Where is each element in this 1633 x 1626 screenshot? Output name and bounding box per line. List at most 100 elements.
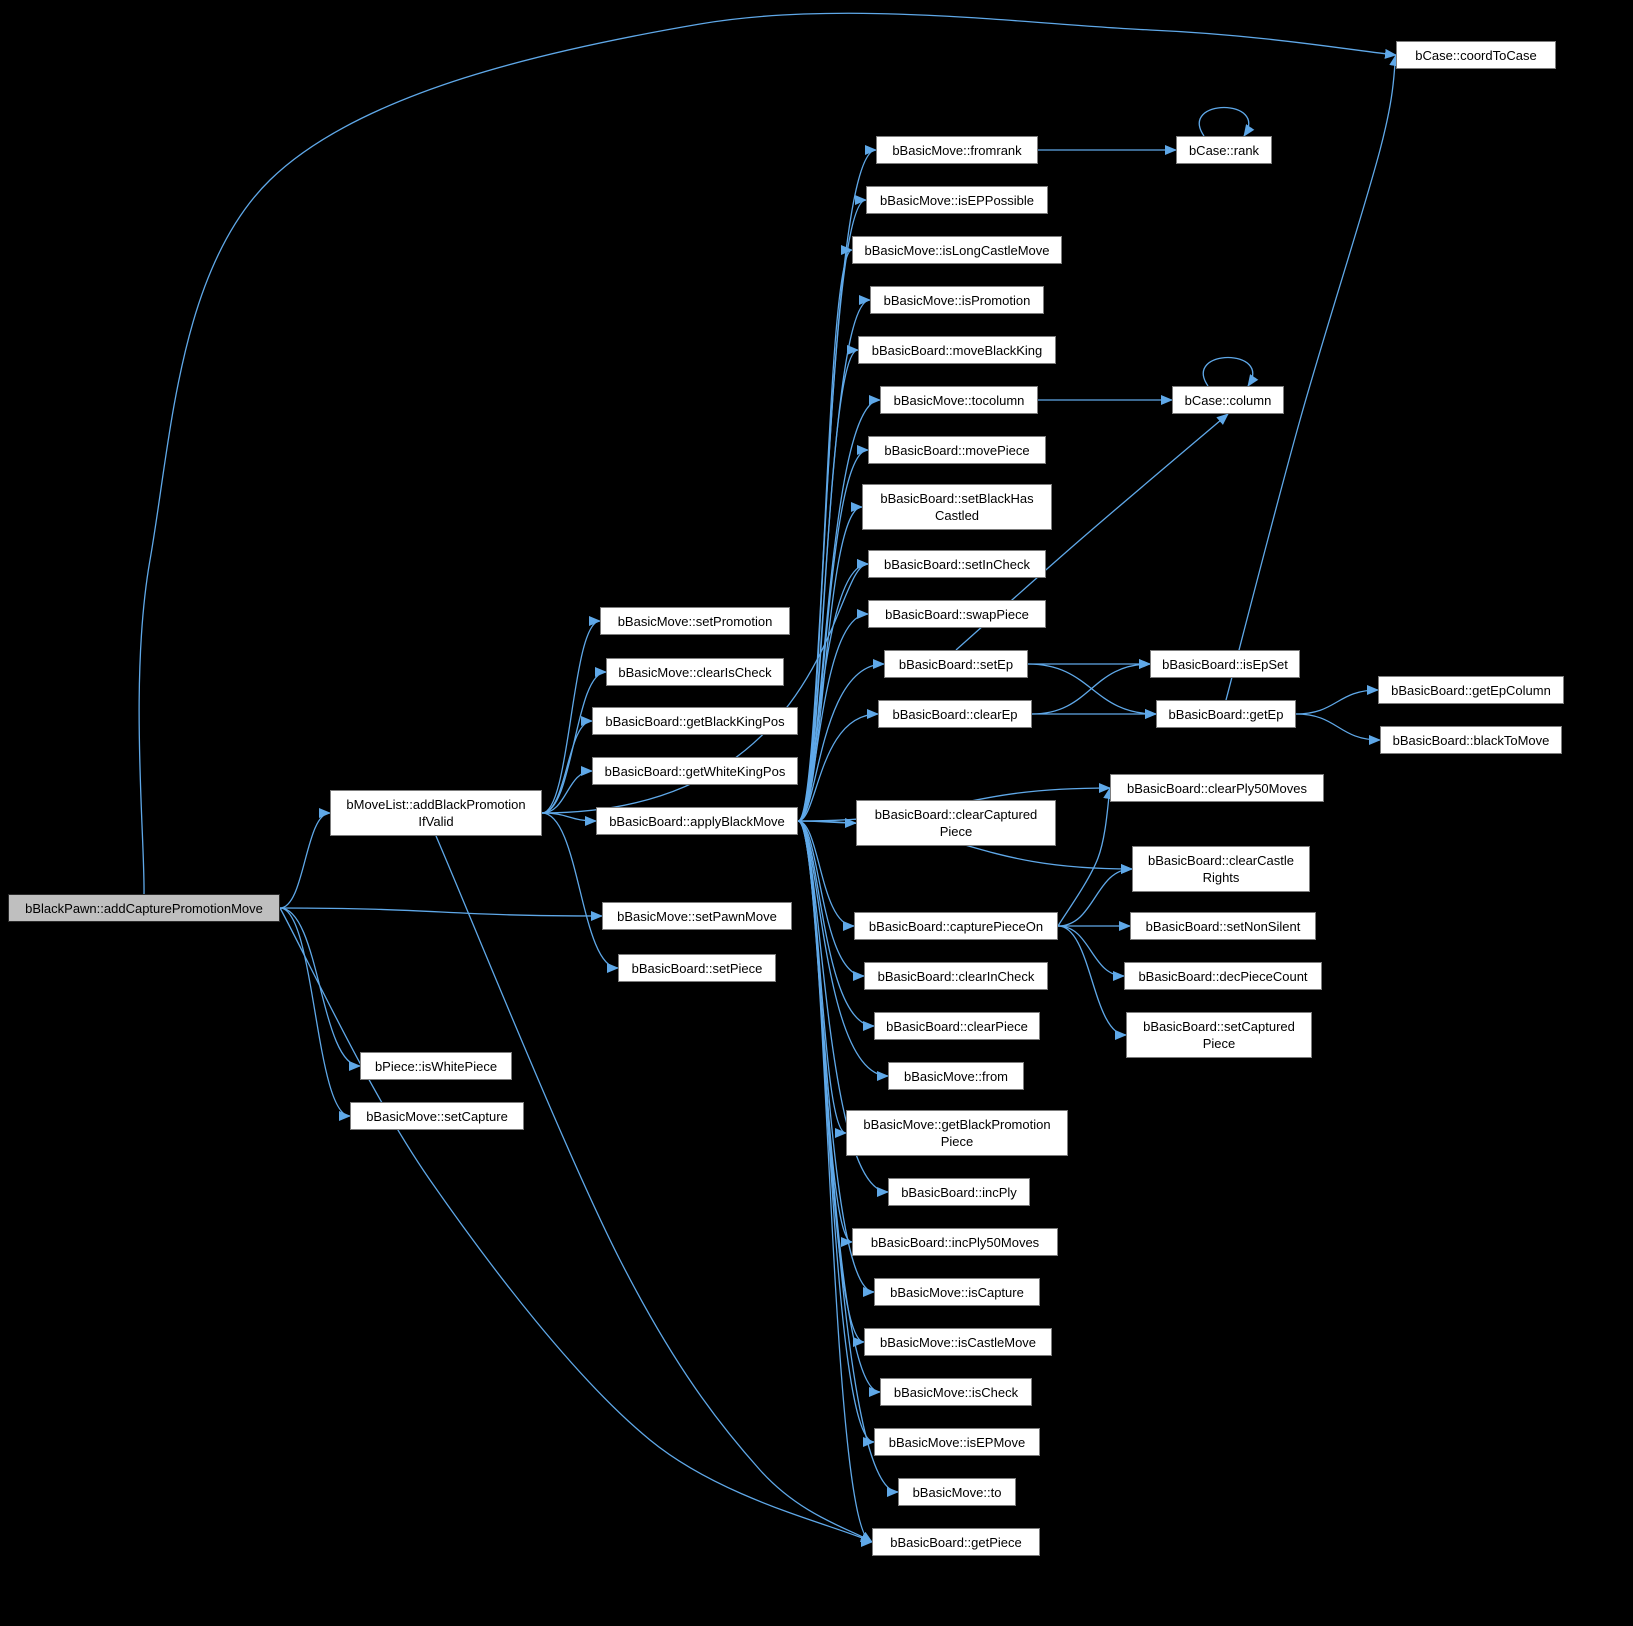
node-bBasicMove-to[interactable]: bBasicMove::to [898, 1478, 1016, 1506]
node-bBasicBoard-blackToMove[interactable]: bBasicBoard::blackToMove [1380, 726, 1562, 754]
node-bBasicMove-isCheck[interactable]: bBasicMove::isCheck [880, 1378, 1032, 1406]
node-label: bBasicBoard::getWhiteKingPos [604, 763, 786, 779]
node-label: bBasicBoard::setBlackHas Castled [880, 491, 1034, 523]
edge-bBlackPawn-addCapturePromotionMove-bMoveList-addBlackPromotionIfValid [279, 808, 331, 909]
edge-bBasicBoard-applyBlackMove-bBasicBoard-capturePieceOn [797, 820, 855, 931]
node-bBasicBoard-moveBlackKing[interactable]: bBasicBoard::moveBlackKing [858, 336, 1056, 364]
node-label: bBasicMove::setCapture [366, 1108, 508, 1124]
node-label: bBasicBoard::clearEp [892, 706, 1018, 722]
node-bBasicMove-setPawnMove[interactable]: bBasicMove::setPawnMove [602, 902, 792, 930]
node-bBasicMove-setCapture[interactable]: bBasicMove::setCapture [350, 1102, 524, 1130]
edge-bBasicBoard-applyBlackMove-bBasicBoard-moveBlackKing [797, 345, 859, 822]
node-bBasicMove-isCapture[interactable]: bBasicMove::isCapture [874, 1278, 1040, 1306]
node-bBasicBoard-getEpColumn[interactable]: bBasicBoard::getEpColumn [1378, 676, 1564, 704]
edge-bBasicBoard-getEp-bCase-coordToCase [1225, 54, 1400, 701]
node-bBlackPawn-addCapturePromotionMove[interactable]: bBlackPawn::addCapturePromotionMove [8, 894, 280, 922]
node-bBasicBoard-clearEp[interactable]: bBasicBoard::clearEp [878, 700, 1032, 728]
edge-bBasicBoard-capturePieceOn-bBasicBoard-setCapturedPiece [1057, 925, 1127, 1040]
node-bBasicBoard-getEp[interactable]: bBasicBoard::getEp [1156, 700, 1296, 728]
edge-self-bCase-rank [1198, 106, 1255, 137]
edge-bBasicBoard-clearEp-bBasicBoard-isEpSet [1031, 659, 1151, 715]
edge-bMoveList-addBlackPromotionIfValid-bBasicBoard-setPiece [541, 812, 619, 973]
node-label: bBasicBoard::clearInCheck [877, 968, 1035, 984]
node-bBasicBoard-incPly[interactable]: bBasicBoard::incPly [888, 1178, 1030, 1206]
node-bBasicBoard-setEp[interactable]: bBasicBoard::setEp [884, 650, 1028, 678]
node-bBasicBoard-setPiece[interactable]: bBasicBoard::setPiece [618, 954, 776, 982]
node-bBasicBoard-capturePieceOn[interactable]: bBasicBoard::capturePieceOn [854, 912, 1058, 940]
edge-bBasicBoard-applyBlackMove-bBasicBoard-clearInCheck [797, 820, 865, 981]
node-bBasicMove-clearIsCheck[interactable]: bBasicMove::clearIsCheck [606, 658, 784, 686]
node-bBasicBoard-clearCastleRights[interactable]: bBasicBoard::clearCastle Rights [1132, 846, 1310, 892]
edge-bBasicBoard-getEp-bBasicBoard-blackToMove [1295, 713, 1381, 745]
node-label: bBasicBoard::swapPiece [885, 606, 1029, 622]
edge-bBlackPawn-addCapturePromotionMove-bCase-coordToCase [138, 12, 1397, 895]
node-bBasicBoard-swapPiece[interactable]: bBasicBoard::swapPiece [868, 600, 1046, 628]
node-bBasicBoard-isEpSet[interactable]: bBasicBoard::isEpSet [1150, 650, 1300, 678]
node-label: bBasicBoard::getEpColumn [1391, 682, 1551, 698]
node-bCase-coordToCase[interactable]: bCase::coordToCase [1396, 41, 1556, 69]
node-label: bCase::coordToCase [1415, 47, 1537, 63]
node-bBasicBoard-movePiece[interactable]: bBasicBoard::movePiece [868, 436, 1046, 464]
edge-bBasicBoard-applyBlackMove-bBasicBoard-setInCheck [797, 559, 869, 822]
edge-bMoveList-addBlackPromotionIfValid-bBasicBoard-applyBlackMove [541, 812, 597, 826]
node-bBasicBoard-applyBlackMove[interactable]: bBasicBoard::applyBlackMove [596, 807, 798, 835]
edge-bBasicBoard-applyBlackMove-bBasicBoard-getPiece [797, 820, 873, 1547]
node-bBasicMove-isLongCastleMove[interactable]: bBasicMove::isLongCastleMove [852, 236, 1062, 264]
node-bBasicMove-isPromotion[interactable]: bBasicMove::isPromotion [870, 286, 1044, 314]
node-bBasicBoard-setCapturedPiece[interactable]: bBasicBoard::setCaptured Piece [1126, 1012, 1312, 1058]
node-label: bBasicBoard::setEp [898, 656, 1014, 672]
edge-bBasicBoard-applyBlackMove-bBasicMove-isCheck [797, 820, 881, 1397]
edge-bBasicBoard-applyBlackMove-bBasicBoard-clearEp [797, 709, 879, 822]
node-label: bBasicMove::isEPMove [888, 1434, 1026, 1450]
node-bBasicBoard-setBlackHasCastled[interactable]: bBasicBoard::setBlackHas Castled [862, 484, 1052, 530]
node-bBasicBoard-getPiece[interactable]: bBasicBoard::getPiece [872, 1528, 1040, 1556]
edge-bBasicBoard-applyBlackMove-bBasicBoard-swapPiece [797, 609, 869, 822]
node-bBasicMove-isCastleMove[interactable]: bBasicMove::isCastleMove [864, 1328, 1052, 1356]
node-label: bBasicBoard::moveBlackKing [871, 342, 1043, 358]
node-bBasicBoard-setInCheck[interactable]: bBasicBoard::setInCheck [868, 550, 1046, 578]
node-bBasicBoard-decPieceCount[interactable]: bBasicBoard::decPieceCount [1124, 962, 1322, 990]
node-bBasicBoard-getBlackKingPos[interactable]: bBasicBoard::getBlackKingPos [592, 707, 798, 735]
node-label: bBasicBoard::blackToMove [1392, 732, 1550, 748]
edge-bMoveList-addBlackPromotionIfValid-bBasicBoard-setInCheck [541, 559, 869, 814]
node-bBasicBoard-clearPly50Moves[interactable]: bBasicBoard::clearPly50Moves [1110, 774, 1324, 802]
node-bBasicMove-from[interactable]: bBasicMove::from [888, 1062, 1024, 1090]
node-bBasicBoard-clearCapturedPiece[interactable]: bBasicBoard::clearCaptured Piece [856, 800, 1056, 846]
node-label: bBasicBoard::decPieceCount [1138, 968, 1308, 984]
node-bBasicMove-getBlackPromotionPiece[interactable]: bBasicMove::getBlackPromotion Piece [846, 1110, 1068, 1156]
node-label: bBasicMove::isLongCastleMove [864, 242, 1050, 258]
node-label: bCase::rank [1188, 142, 1260, 158]
node-label: bBasicMove::tocolumn [893, 392, 1025, 408]
node-label: bBasicBoard::clearCaptured Piece [874, 807, 1038, 839]
node-bBasicBoard-getWhiteKingPos[interactable]: bBasicBoard::getWhiteKingPos [592, 757, 798, 785]
node-label: bBasicMove::isCheck [893, 1384, 1019, 1400]
node-bMoveList-addBlackPromotionIfValid[interactable]: bMoveList::addBlackPromotion IfValid [330, 790, 542, 836]
node-label: bBasicMove::isCapture [890, 1284, 1024, 1300]
edge-bBasicBoard-capturePieceOn-bBasicBoard-decPieceCount [1057, 925, 1125, 981]
edge-bBasicBoard-applyBlackMove-bBasicBoard-clearPiece [797, 820, 875, 1031]
node-label: bBasicBoard::getPiece [890, 1534, 1022, 1550]
node-label: bBasicBoard::setNonSilent [1145, 918, 1301, 934]
node-bBasicBoard-setNonSilent[interactable]: bBasicBoard::setNonSilent [1130, 912, 1316, 940]
node-label: bBasicMove::getBlackPromotion Piece [863, 1117, 1051, 1149]
node-bBasicBoard-clearInCheck[interactable]: bBasicBoard::clearInCheck [864, 962, 1048, 990]
node-bBasicMove-isEPPossible[interactable]: bBasicMove::isEPPossible [866, 186, 1048, 214]
edge-bBasicBoard-getEp-bBasicBoard-getEpColumn [1295, 685, 1379, 715]
edge-bBlackPawn-addCapturePromotionMove-bBasicBoard-getPiece [279, 907, 873, 1543]
node-bBasicMove-fromrank[interactable]: bBasicMove::fromrank [876, 136, 1038, 164]
edge-bBasicBoard-applyBlackMove-bBasicBoard-incPly [797, 820, 889, 1197]
node-bPiece-isWhitePiece[interactable]: bPiece::isWhitePiece [360, 1052, 512, 1080]
node-bCase-rank[interactable]: bCase::rank [1176, 136, 1272, 164]
edge-bBasicBoard-applyBlackMove-bBasicBoard-movePiece [797, 445, 869, 822]
node-bBasicBoard-incPly50Moves[interactable]: bBasicBoard::incPly50Moves [852, 1228, 1058, 1256]
node-label: bBasicBoard::clearCastle Rights [1148, 853, 1294, 885]
node-bCase-column[interactable]: bCase::column [1172, 386, 1284, 414]
node-label: bBasicBoard::clearPly50Moves [1127, 780, 1307, 796]
node-bBasicBoard-clearPiece[interactable]: bBasicBoard::clearPiece [874, 1012, 1040, 1040]
node-bBasicMove-setPromotion[interactable]: bBasicMove::setPromotion [600, 607, 790, 635]
node-label: bBasicBoard::getEp [1168, 706, 1284, 722]
node-bBasicMove-isEPMove[interactable]: bBasicMove::isEPMove [874, 1428, 1040, 1456]
node-label: bBasicMove::setPawnMove [617, 908, 777, 924]
node-label: bBasicBoard::isEpSet [1162, 656, 1288, 672]
node-bBasicMove-tocolumn[interactable]: bBasicMove::tocolumn [880, 386, 1038, 414]
